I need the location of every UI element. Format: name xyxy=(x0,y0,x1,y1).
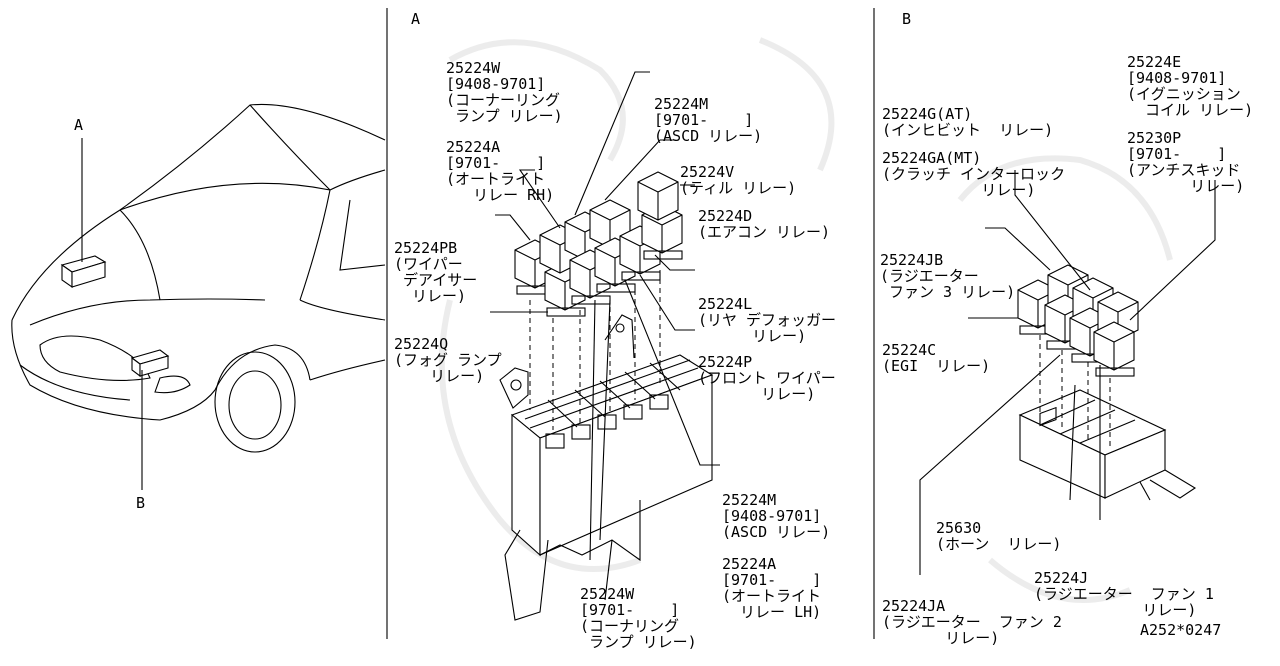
label-25224w-bottom: 25224W[9701- ](コーナリング ランプ リレー) xyxy=(580,585,697,651)
leaders-b xyxy=(919,170,1216,575)
car-marker-b: B xyxy=(136,494,146,512)
label-25224ja: 25224JA(ラジエーター ファン 2 リレー) xyxy=(882,597,1062,647)
label-25224m-top: 25224M[9701- ](ASCD リレー) xyxy=(654,95,763,145)
relay-block-b xyxy=(1018,389,1197,501)
label-25224c: 25224C(EGI リレー) xyxy=(882,341,991,375)
label-25230p: 25230P[9701- ](アンチスキッド リレー) xyxy=(1127,129,1245,195)
watermark-graphic xyxy=(438,37,1173,603)
label-25224j: 25224J(ラジエーター ファン 1 リレー) xyxy=(1034,569,1214,619)
relays-a xyxy=(514,171,683,317)
label-25224v: 25224V(ティル リレー) xyxy=(680,163,797,197)
car-marker-a: A xyxy=(74,116,84,134)
label-25224q: 25224Q(フォグ ランプ リレー) xyxy=(394,335,502,385)
label-25224a-top: 25224A[9701- ](オートライト リレー RH) xyxy=(446,138,555,204)
label-25224e: 25224E[9408-9701](イグニッション コイル リレー) xyxy=(1127,53,1254,119)
relays-b xyxy=(1017,264,1139,377)
label-25224jb: 25224JB(ラジエーター ファン 3 リレー) xyxy=(880,251,1016,301)
label-25224ga-mt: 25224GA(MT)(クラッチ インターロック リレー) xyxy=(882,149,1066,199)
relay-block-a xyxy=(499,314,714,621)
parts-diagram xyxy=(11,8,1216,639)
label-25224m-bottom: 25224M[9408-9701](ASCD リレー) xyxy=(722,491,831,541)
car-box-a xyxy=(60,255,107,289)
figure-code: A252*0247 xyxy=(1140,621,1222,639)
label-25224l: 25224L(リヤ デフォッガー リレー) xyxy=(698,295,837,345)
label-25224a-bottom: 25224A[9701- ](オートライト リレー LH) xyxy=(722,555,822,621)
label-25630: 25630(ホーン リレー) xyxy=(936,519,1062,553)
panel-b-letter: B xyxy=(902,10,912,28)
car-box-b xyxy=(130,349,170,378)
label-25224d: 25224D(エアコン リレー) xyxy=(698,207,831,241)
panel-a-letter: A xyxy=(411,10,421,28)
leaders-a xyxy=(490,71,720,561)
label-25224g-at: 25224G(AT)(インヒビット リレー) xyxy=(882,105,1054,139)
dash-lines-a xyxy=(529,270,661,430)
label-25224p: 25224P(フロント ワイパー リレー) xyxy=(698,353,836,403)
label-25224pb: 25224PB(ワイパー デアイサー リレー) xyxy=(394,239,478,305)
label-25224w-top: 25224W[9408-9701](コーナーリング ランプ リレー) xyxy=(446,59,563,125)
dash-lines-b xyxy=(1039,335,1111,450)
car-outline xyxy=(11,103,386,453)
